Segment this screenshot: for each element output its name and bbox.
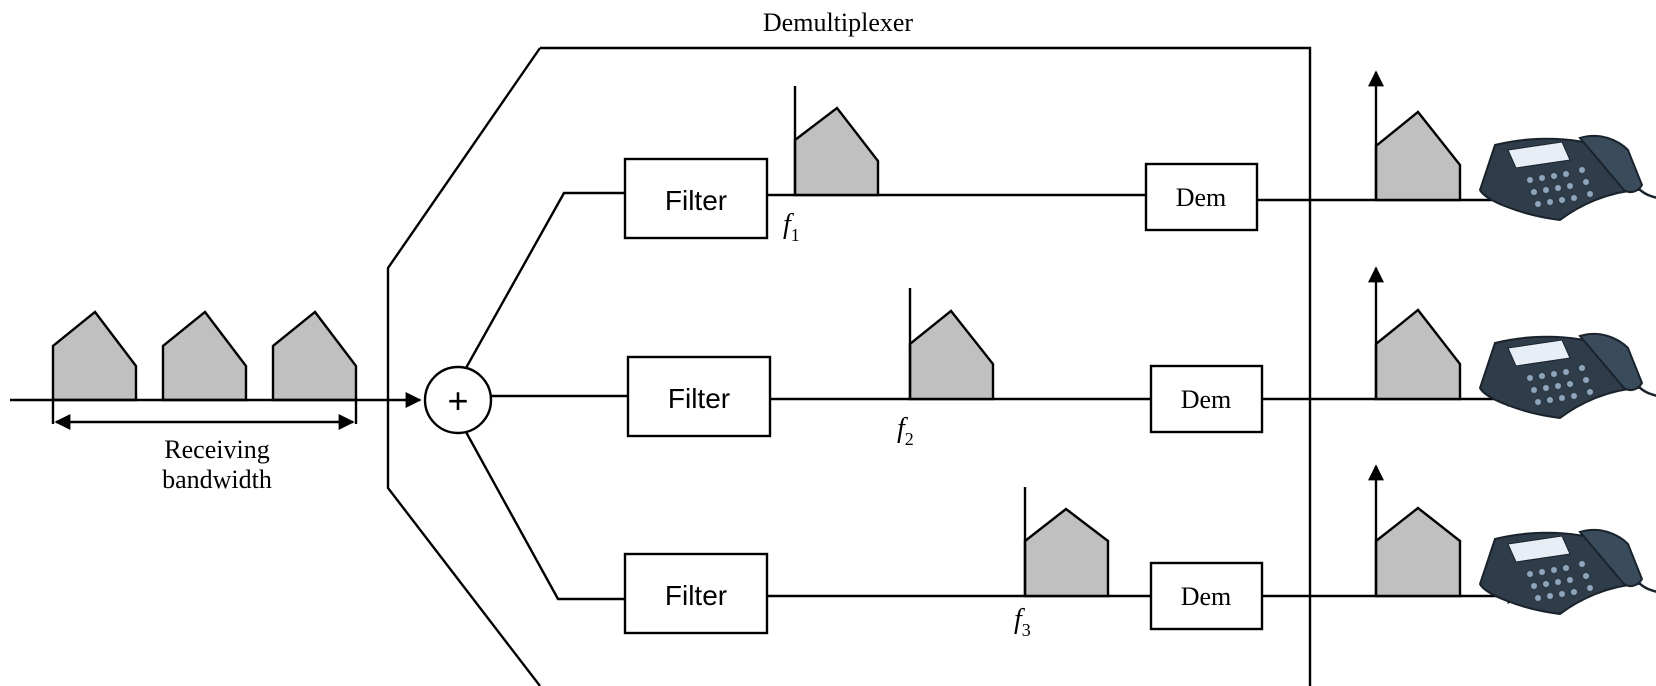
- demultiplexer-title: Demultiplexer: [763, 8, 914, 37]
- channel-1-spectrum: [793, 106, 880, 197]
- demultiplexer-enclosure: [386, 46, 1312, 686]
- channel-2: Filter f2 Dem: [626, 266, 1656, 449]
- input-signal-shape-3: [271, 310, 358, 402]
- channel-1: Filter f1 Dem: [623, 70, 1656, 249]
- freq-label-3: f3: [1014, 604, 1031, 640]
- filter-box-1: [623, 157, 769, 240]
- telephone-icon-1: [1478, 134, 1656, 249]
- bandwidth-label-line1: Receiving: [164, 435, 269, 464]
- output-spectrum-2: [1374, 308, 1462, 401]
- telephone-icon-3: [1478, 528, 1656, 643]
- input-signal-shape-1: [51, 310, 138, 402]
- output-spectrum-1: [1374, 110, 1462, 202]
- bandwidth-label-line2: bandwidth: [162, 465, 272, 494]
- channel-3: Filter f3 Dem: [623, 464, 1656, 643]
- filter-box-2: [626, 355, 772, 438]
- channel-2-spectrum: [908, 309, 995, 401]
- dem-label-1: Dem: [1176, 183, 1227, 212]
- branch-wire-3: [464, 431, 625, 601]
- filter-box-3: [623, 552, 769, 635]
- dem-box-3: [1149, 561, 1264, 631]
- freq-label-2: f2: [897, 413, 914, 449]
- telephone-icon-2: [1478, 332, 1656, 447]
- dem-box-1: [1144, 162, 1259, 232]
- dem-label-3: Dem: [1181, 582, 1232, 611]
- filter-label-3: Filter: [665, 580, 727, 611]
- filter-label-1: Filter: [665, 185, 727, 216]
- filter-label-2: Filter: [668, 383, 730, 414]
- dem-label-2: Dem: [1181, 385, 1232, 414]
- branch-wire-1: [464, 191, 625, 369]
- input-signal-shape-2: [161, 310, 248, 402]
- input-spectrum: [51, 310, 358, 402]
- combiner-node: [423, 365, 493, 435]
- output-spectrum-3: [1374, 506, 1462, 598]
- combiner-symbol: +: [447, 380, 468, 421]
- freq-label-1: f1: [783, 209, 800, 245]
- channel-3-spectrum: [1023, 507, 1110, 598]
